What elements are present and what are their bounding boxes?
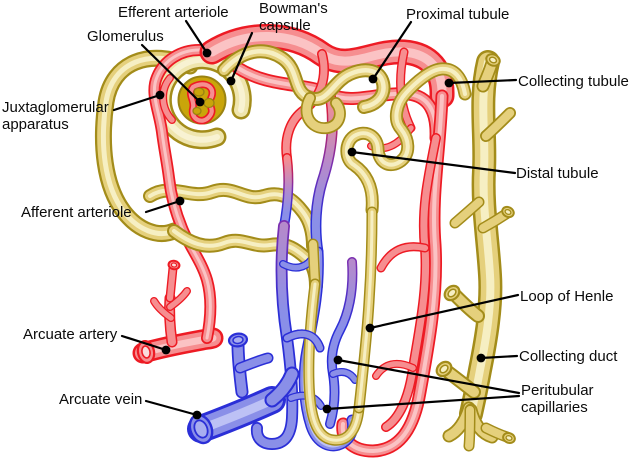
dot-loop-of-henle: [365, 323, 375, 333]
leader-bowmans-capsule: [229, 31, 254, 83]
arcuate-vein-tube: [186, 332, 292, 445]
label-collecting-tubule: Collecting tubule: [518, 73, 629, 90]
dot-peritubular-capillaries-2: [322, 404, 332, 414]
dot-peritubular-capillaries-1: [333, 355, 343, 365]
label-collecting-duct: Collecting duct: [519, 348, 618, 365]
dot-bowmans-capsule: [226, 76, 236, 86]
dot-proximal-tubule: [368, 74, 378, 84]
leader-arcuate-vein: [144, 399, 199, 417]
leader-glomerulus: [140, 43, 202, 104]
dot-arcuate-artery: [161, 345, 171, 355]
label-loop-of-henle: Loop of Henle: [520, 288, 614, 305]
dot-arcuate-vein: [192, 410, 202, 420]
leader-collecting-tubule: [447, 78, 518, 85]
dot-collecting-tubule: [444, 78, 454, 88]
dot-distal-tubule: [347, 147, 357, 157]
leader-efferent-arteriole: [184, 19, 209, 55]
leader-peritubular-capillaries-1: [336, 358, 521, 395]
label-distal-tubule: Distal tubule: [516, 165, 599, 182]
dot-juxtaglomerular-apparatus: [155, 90, 165, 100]
dot-collecting-duct: [476, 353, 486, 363]
leader-arcuate-artery: [120, 334, 168, 352]
label-glomerulus: Glomerulus: [87, 28, 164, 45]
leader-peritubular-capillaries-2: [325, 394, 521, 411]
leader-distal-tubule: [350, 150, 517, 175]
label-proximal-tubule: Proximal tubule: [406, 6, 510, 23]
label-afferent-arteriole: Afferent arteriole: [21, 204, 132, 221]
collecting-duct-tube: [435, 52, 516, 446]
leader-proximal-tubule: [371, 20, 413, 81]
leader-collecting-duct: [479, 354, 519, 360]
label-arcuate-vein: Arcuate vein: [59, 391, 143, 408]
leader-loop-of-henle: [368, 293, 520, 330]
glomerulus-capillary-coil: [191, 84, 214, 120]
dot-glomerulus: [195, 97, 205, 107]
arcuate-artery-tube: [136, 259, 213, 364]
dot-efferent-arteriole: [202, 48, 212, 58]
leader-juxtaglomerular-apparatus: [112, 93, 162, 112]
label-bowmans-capsule: Bowman's capsule: [259, 0, 328, 34]
label-efferent-arteriole: Efferent arteriole: [118, 4, 229, 21]
leader-afferent-arteriole: [144, 199, 182, 214]
leader-lines: [112, 19, 521, 417]
dot-afferent-arteriole: [175, 196, 185, 206]
label-arcuate-artery: Arcuate artery: [23, 326, 118, 343]
leader-dots: [155, 48, 486, 420]
label-peritubular-capillaries: Peritubular capillaries: [521, 382, 594, 416]
label-juxtaglomerular-apparatus: Juxtaglomerular apparatus: [2, 99, 109, 133]
